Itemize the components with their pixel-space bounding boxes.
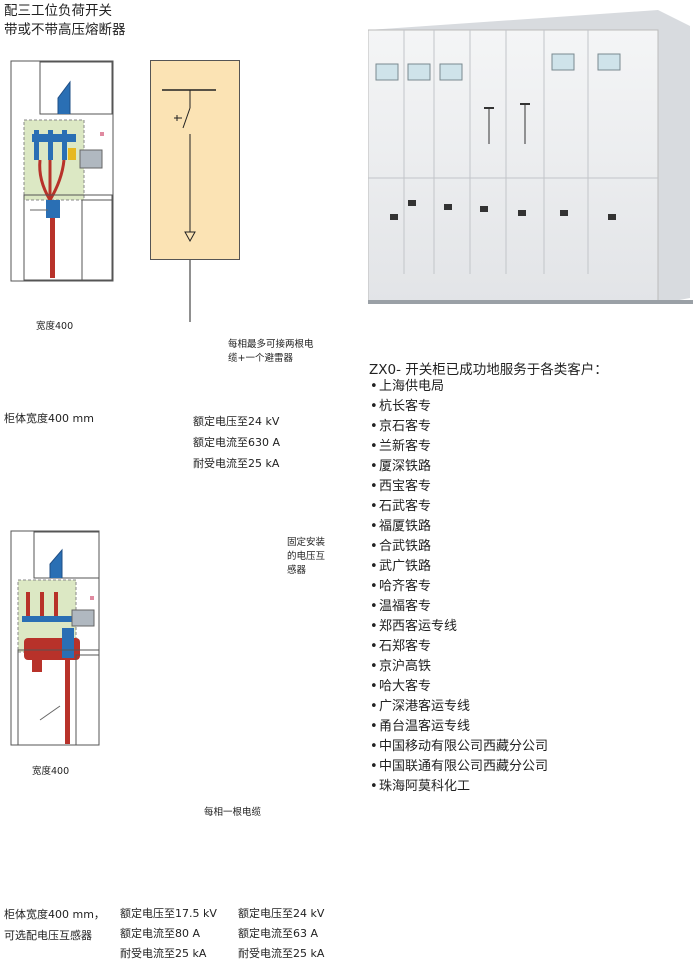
unit2-pt-note-line-1: 固定安装 — [287, 537, 326, 548]
customer-list-item: 杭长客专 — [370, 397, 548, 417]
unit2-cabinet-width-line-1: 柜体宽度400 mm， — [4, 908, 105, 921]
customer-list-item: 珠海阿莫科化工 — [370, 777, 548, 797]
customer-list-item: 武广铁路 — [370, 557, 548, 577]
customer-list-item: 哈大客专 — [370, 677, 548, 697]
unit2-pt-note: 固定安装 的电压互 感器 — [287, 536, 325, 578]
customer-list-item: 甬台温客运专线 — [370, 717, 548, 737]
customer-list-item: 福厦铁路 — [370, 517, 548, 537]
customer-list-item: 广深港客运专线 — [370, 697, 548, 717]
unit2-spec-a-voltage: 额定电压至17.5 kV — [120, 907, 217, 920]
section-title: 配三工位负荷开关 带或不带高压熔断器 — [4, 2, 126, 40]
unit1-cabinet-width: 柜体宽度400 mm — [4, 412, 94, 425]
unit2-spec-b-withstand: 耐受电流至25 kA — [238, 947, 325, 960]
unit1-spec-current: 额定电流至630 A — [193, 436, 281, 449]
customers-list: 上海供电局杭长客专京石客专兰新客专厦深铁路西宝客专石武客专福厦铁路合武铁路武广铁… — [370, 377, 548, 797]
unit2-pt-note-line-3: 感器 — [287, 565, 307, 576]
unit2-width-label: 宽度400 — [32, 766, 70, 777]
customer-list-item: 京沪高铁 — [370, 657, 548, 677]
unit2-spec-b-current: 额定电流至63 A — [238, 927, 319, 940]
customer-list-item: 京石客专 — [370, 417, 548, 437]
unit2-pt-note-line-2: 的电压互 — [287, 551, 326, 562]
unit1-specs: 额定电压至24 kV 额定电流至630 A 耐受电流至25 kA — [193, 411, 280, 474]
unit1-single-line-diagram — [150, 60, 240, 322]
customer-list-item: 郑西客运专线 — [370, 617, 548, 637]
unit1-spec-withstand: 耐受电流至25 kA — [193, 457, 280, 470]
customer-list-item: 上海供电局 — [370, 377, 548, 397]
unit1-spec-voltage: 额定电压至24 kV — [193, 415, 280, 428]
unit1-cable-note-line-1: 每相最多可接两根电 — [228, 339, 314, 350]
unit1-width-label: 宽度400 — [36, 321, 74, 332]
unit1-cross-section-drawing — [10, 60, 114, 282]
unit2-cabinet-width-line-2: 可选配电压互感器 — [4, 929, 92, 942]
unit2-cross-section-drawing — [10, 530, 100, 746]
unit2-cable-note: 每相一根电缆 — [204, 807, 262, 818]
customer-list-item: 石武客专 — [370, 497, 548, 517]
unit1-cable-note: 每相最多可接两根电 缆+一个避雷器 — [228, 338, 314, 366]
customer-list-item: 中国移动有限公司西藏分公司 — [370, 737, 548, 757]
unit2-specs-column-b: 额定电压至24 kV 额定电流至63 A 耐受电流至25 kA — [238, 904, 324, 964]
unit2-specs-column-a: 额定电压至17.5 kV 额定电流至80 A 耐受电流至25 kA — [120, 904, 217, 964]
customer-list-item: 合武铁路 — [370, 537, 548, 557]
switchgear-product-image — [368, 10, 693, 304]
customer-list-item: 哈齐客专 — [370, 577, 548, 597]
customer-list-item: 西宝客专 — [370, 477, 548, 497]
title-line-2: 带或不带高压熔断器 — [4, 22, 126, 38]
customer-list-item: 厦深铁路 — [370, 457, 548, 477]
customer-list-item: 石郑客专 — [370, 637, 548, 657]
unit2-spec-b-voltage: 额定电压至24 kV — [238, 907, 325, 920]
customer-list-item: 温福客专 — [370, 597, 548, 617]
title-line-1: 配三工位负荷开关 — [4, 3, 112, 19]
unit1-cable-note-line-2: 缆+一个避雷器 — [228, 353, 293, 364]
customers-heading: ZX0- 开关柜已成功地服务于各类客户： — [369, 362, 608, 378]
unit2-spec-a-current: 额定电流至80 A — [120, 927, 201, 940]
unit2-cabinet-width: 柜体宽度400 mm， 可选配电压互感器 — [4, 904, 105, 946]
customer-list-item: 中国联通有限公司西藏分公司 — [370, 757, 548, 777]
unit2-spec-a-withstand: 耐受电流至25 kA — [120, 947, 207, 960]
customer-list-item: 兰新客专 — [370, 437, 548, 457]
